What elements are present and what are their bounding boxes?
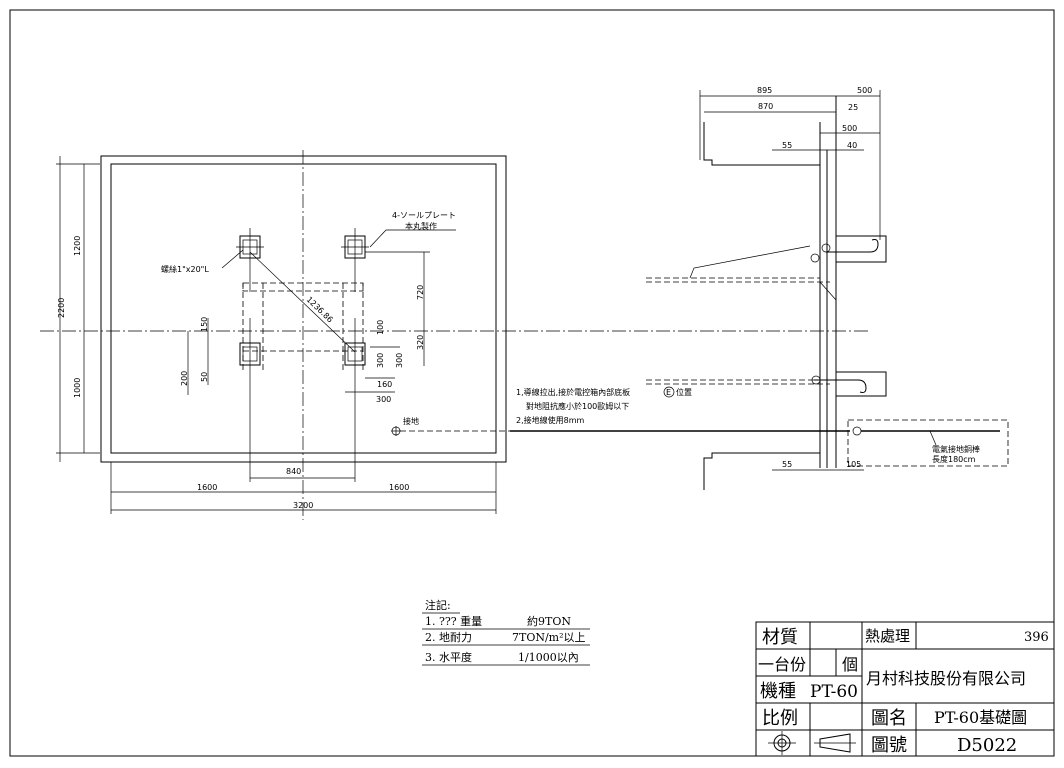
dim-300-h: 300 bbox=[376, 395, 391, 404]
title-block: 材質 熱處理 396 一台份 個 月村科技股份有限公司 機種 PT-60 比例 … bbox=[755, 621, 1055, 757]
heat-label: 熱處理 bbox=[865, 627, 910, 645]
company-name: 月村科技股份有限公司 bbox=[866, 669, 1026, 688]
dim-50: 50 bbox=[200, 372, 209, 382]
notes-row-1-value: 約9TON bbox=[527, 614, 571, 628]
bolt-label: 螺絲1"x20"L bbox=[161, 264, 209, 274]
foundation-inner bbox=[110, 163, 497, 454]
name-label: 圖名 bbox=[871, 708, 907, 729]
side-note-3: 2,接地線使用8mm bbox=[516, 415, 585, 425]
notes-row-1-label: 1. ??? 重量 bbox=[425, 614, 482, 628]
dim-2200: 2200 bbox=[57, 298, 66, 318]
dim-870: 870 bbox=[758, 102, 773, 111]
plan-view: 1236.86 螺絲1"x20"L 4-ソールプレート 本丸製作 2200 12… bbox=[40, 150, 870, 520]
side-note-1b: 位置 bbox=[676, 387, 692, 397]
dim-200: 200 bbox=[180, 371, 189, 386]
qty-label: 一台份 bbox=[758, 655, 806, 674]
notes-row-2-value: 7TON/m²以上 bbox=[512, 631, 586, 644]
dim-300-v1: 300 bbox=[376, 353, 385, 368]
dim-55-b: 55 bbox=[782, 460, 792, 469]
dim-100: 100 bbox=[376, 320, 385, 335]
notes-row-3-value: 1/1000以內 bbox=[518, 651, 579, 664]
dim-1200: 1200 bbox=[73, 236, 82, 256]
unit-label: 個 bbox=[842, 655, 858, 674]
drawno-label: 圖號 bbox=[871, 735, 907, 756]
side-note-1-mark: E bbox=[666, 388, 671, 397]
rod-label-2: 長度180cm bbox=[932, 454, 976, 464]
dim-3200: 3200 bbox=[293, 501, 313, 510]
diagonal-dim: 1236.86 bbox=[305, 295, 335, 324]
dim-300-v2: 300 bbox=[395, 353, 404, 368]
dim-105: 105 bbox=[846, 460, 861, 469]
name-value: PT-60基礎圖 bbox=[934, 708, 1027, 727]
dim-895: 895 bbox=[757, 86, 772, 95]
dim-500-b: 500 bbox=[842, 124, 857, 133]
dim-150: 150 bbox=[200, 317, 209, 332]
dim-840: 840 bbox=[286, 467, 301, 476]
drawno-value: D5022 bbox=[957, 735, 1017, 756]
model-label: 機種 bbox=[760, 681, 796, 702]
rod-label-1: 電氣接地銅棒 bbox=[932, 444, 980, 454]
model-value: PT-60 bbox=[810, 682, 858, 702]
ground-label: 接地 bbox=[403, 416, 419, 426]
notes-row-3-label: 3. 水平度 bbox=[425, 650, 472, 664]
dim-320: 320 bbox=[416, 335, 425, 350]
dim-720: 720 bbox=[416, 285, 425, 300]
side-view: 895 500 870 25 500 55 40 bbox=[510, 86, 1009, 490]
dim-55-a: 55 bbox=[782, 141, 792, 150]
notes-row-2-label: 2. 地耐力 bbox=[425, 631, 472, 644]
dim-160: 160 bbox=[377, 380, 392, 389]
scale-label: 比例 bbox=[762, 708, 798, 729]
dim-40: 40 bbox=[847, 141, 857, 150]
foundation-outer bbox=[100, 155, 507, 463]
plate-sub-label: 本丸製作 bbox=[405, 221, 437, 231]
side-note-1: 1,導線拉出,接於電控箱內部底板 bbox=[516, 387, 630, 397]
dim-1000: 1000 bbox=[73, 378, 82, 398]
notes-heading: 注記: bbox=[425, 598, 451, 612]
dim-25: 25 bbox=[848, 103, 858, 112]
dim-1600-a: 1600 bbox=[197, 483, 217, 492]
projection-symbol-icon bbox=[768, 731, 856, 755]
sheet-number: 396 bbox=[1024, 630, 1049, 645]
side-note-2: 對地阻抗應小於100歐姆以下 bbox=[526, 401, 629, 411]
dim-500-a: 500 bbox=[857, 86, 872, 95]
material-label: 材質 bbox=[762, 627, 798, 648]
plate-label: 4-ソールプレート bbox=[392, 211, 456, 220]
dim-1600-b: 1600 bbox=[389, 483, 409, 492]
sheet-border bbox=[9, 9, 1055, 757]
notes-table: 注記: 1. ??? 重量 約9TON 2. 地耐力 7TON/m²以上 3. … bbox=[422, 598, 590, 666]
